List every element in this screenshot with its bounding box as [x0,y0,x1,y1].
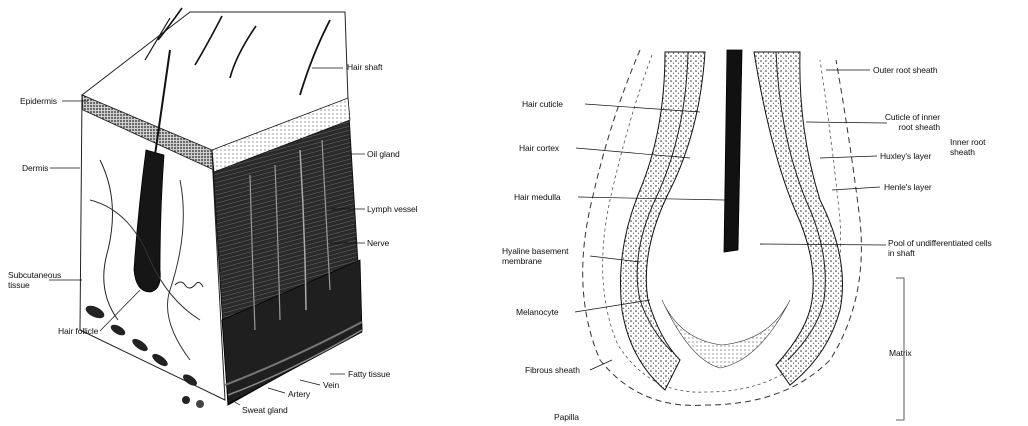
label-pool-of-undifferentiated-cells: Pool of undifferentiated cells in shaft [888,238,1000,258]
label-sweat-gland: Sweat gland [242,405,288,415]
label-hyaline-basement-membrane: Hyaline basement membrane [502,246,582,266]
label-nerve: Nerve [367,238,389,248]
label-matrix: Matrix [889,348,912,358]
label-huxleys-layer: Huxley's layer [880,151,931,161]
label-vein: Vein [323,380,339,390]
label-epidermis: Epidermis [20,96,57,106]
label-outer-root-sheath: Outer root sheath [873,65,937,75]
label-hair-cortex: Hair cortex [519,143,559,153]
label-fatty-tissue: Fatty tissue [348,369,390,379]
hair-medulla-bar [724,50,742,252]
label-hair-shaft: Hair shaft [347,62,382,72]
label-henles-layer: Henle's layer [884,182,932,192]
label-hair-follicle: Hair follicle [58,326,98,336]
label-fibrous-sheath: Fibrous sheath [525,365,580,375]
label-melanocyte: Melanocyte [516,307,558,317]
label-artery: Artery [288,389,310,399]
label-dermis: Dermis [22,163,48,173]
label-hair-cuticle: Hair cuticle [522,99,563,109]
label-subcutaneous-tissue: Subcutaneous tissue [8,270,54,290]
label-cuticle-of-inner-root-sheath: Cuticle of inner root sheath [884,112,940,132]
label-oil-gland: Oil gland [367,149,400,159]
bulb-region [662,300,790,368]
label-lymph-vessel: Lymph vessel [367,204,417,214]
label-papilla: Papilla [554,412,579,422]
label-inner-root-sheath: Inner root sheath [950,137,1000,157]
label-hair-medulla: Hair medulla [514,192,561,202]
